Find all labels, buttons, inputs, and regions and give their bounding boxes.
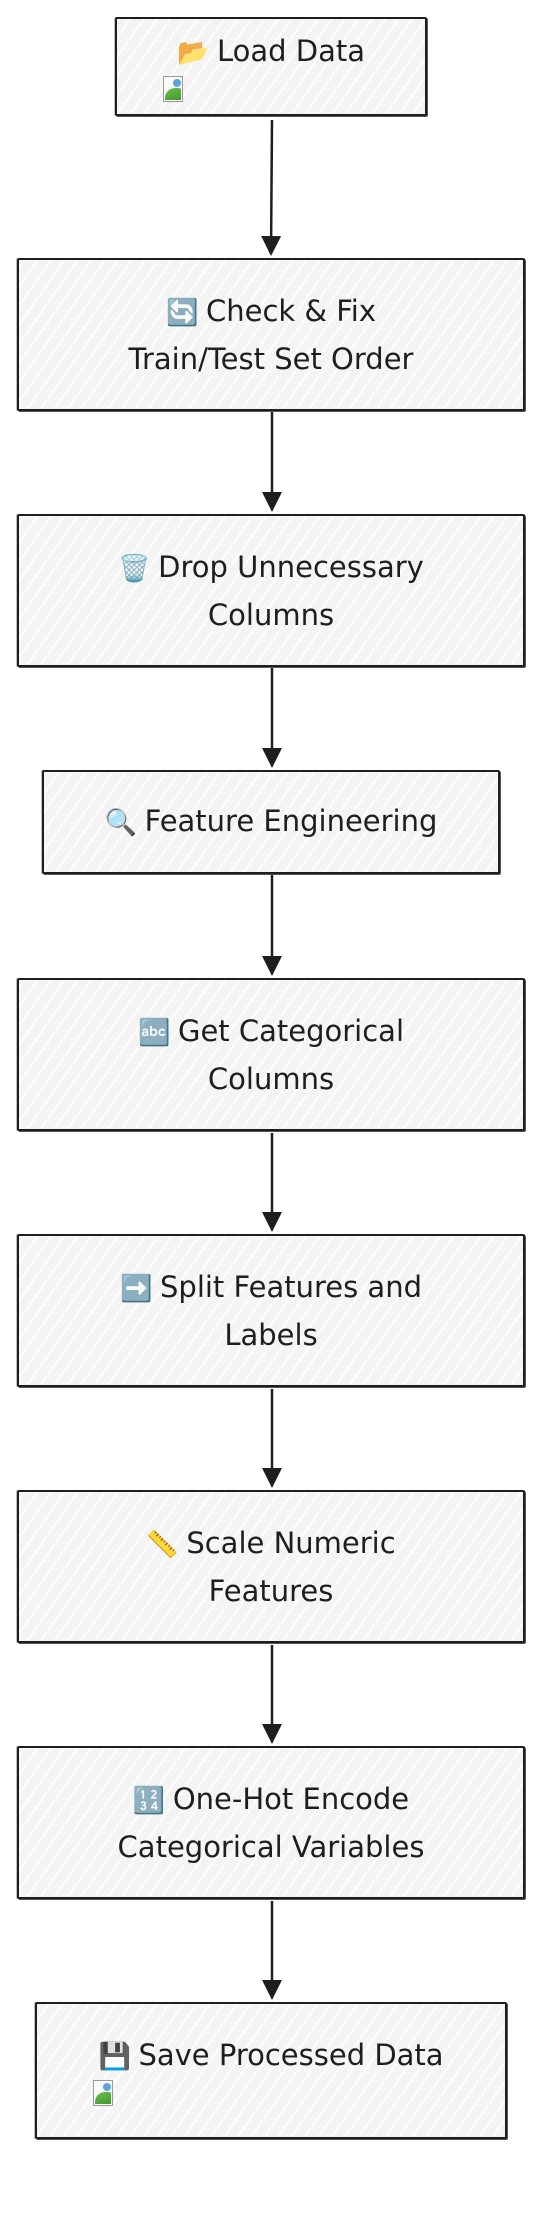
node-label-line2: Labels — [224, 1317, 318, 1352]
open-folder-icon: 📂 — [176, 37, 210, 68]
node-label: Scale Numeric — [186, 1525, 396, 1560]
node-label: Load Data — [216, 33, 366, 68]
node-label-line2: Columns — [207, 1061, 335, 1096]
node-label: Get Categorical — [177, 1013, 405, 1048]
right-arrow-icon: ➡️ — [120, 1273, 153, 1304]
arrows-cycle-icon: 🔄 — [165, 297, 199, 328]
node-feature-engineering: 🔍Feature Engineering — [42, 770, 500, 874]
floppy-disk-icon: 💾 — [98, 2041, 131, 2072]
node-label: Feature Engineering — [144, 804, 438, 838]
ruler-icon: 📏 — [146, 1529, 179, 1560]
numbers-1234-icon: 🔢 — [132, 1785, 166, 1816]
magnifier-icon: 🔍 — [104, 808, 137, 838]
node-save-data: 💾Save Processed Data — [35, 2002, 507, 2139]
node-label-line2: Categorical Variables — [117, 1829, 425, 1864]
node-label: One-Hot Encode — [172, 1781, 410, 1816]
node-label: Drop Unnecessary — [158, 549, 424, 584]
node-load-data: 📂Load Data — [115, 17, 427, 116]
broken-image-icon — [91, 2079, 121, 2108]
node-label: Save Processed Data — [138, 2037, 444, 2072]
node-check-fix-order: 🔄Check & Fix Train/Test Set Order — [17, 258, 525, 411]
node-one-hot-encode: 🔢One-Hot Encode Categorical Variables — [17, 1746, 525, 1899]
broken-image-icon — [161, 75, 191, 104]
node-label: Check & Fix — [205, 293, 377, 328]
node-label-line2: Columns — [207, 597, 335, 632]
node-scale-numeric: 📏Scale Numeric Features — [17, 1490, 525, 1643]
wastebasket-icon: 🗑️ — [118, 553, 151, 584]
node-get-categorical: 🔤Get Categorical Columns — [17, 978, 525, 1131]
node-drop-columns: 🗑️Drop Unnecessary Columns — [17, 514, 525, 667]
arrow-load-to-check — [261, 119, 282, 256]
node-split-features: ➡️Split Features and Labels — [17, 1234, 525, 1387]
node-label-line2: Features — [208, 1573, 334, 1608]
node-label-line2: Train/Test Set Order — [128, 341, 414, 376]
node-label: Split Features and — [160, 1269, 422, 1304]
abc-icon: 🔤 — [137, 1017, 171, 1048]
